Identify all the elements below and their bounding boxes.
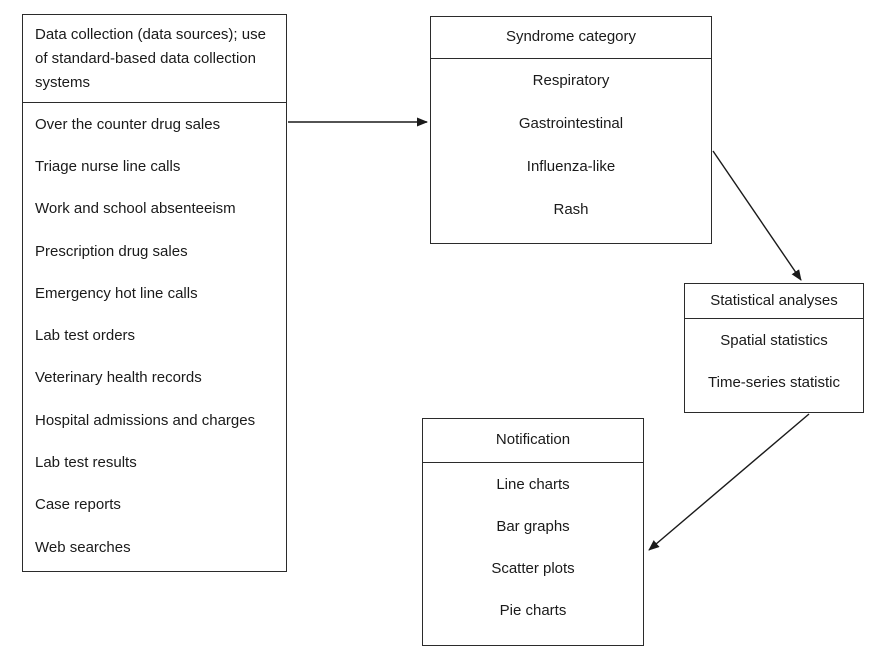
statistical-item: Spatial statistics	[720, 331, 828, 349]
data-source-item: Prescription drug sales	[35, 242, 188, 260]
data-source-item: Emergency hot line calls	[35, 284, 198, 302]
data-collection-items: Over the counter drug sales Triage nurse…	[23, 103, 286, 568]
notification-box: Notification Line charts Bar graphs Scat…	[422, 418, 644, 646]
notification-item: Line charts	[496, 475, 570, 493]
statistical-item: Time-series statistic	[708, 373, 840, 391]
data-source-item: Hospital admissions and charges	[35, 411, 256, 429]
data-collection-box: Data collection (data sources); use of s…	[22, 14, 287, 572]
notification-item: Scatter plots	[491, 559, 575, 577]
data-source-item: Case reports	[35, 496, 121, 514]
data-source-item: Web searches	[35, 538, 131, 556]
notification-items: Line charts Bar graphs Scatter plots Pie…	[423, 463, 643, 631]
notification-title: Notification	[423, 419, 643, 463]
arrow-syndrome-to-statistical	[712, 150, 802, 281]
notification-item: Pie charts	[499, 601, 567, 619]
syndrome-category-title: Syndrome category	[431, 17, 711, 59]
data-source-item: Veterinary health records	[35, 369, 202, 387]
statistical-analyses-title: Statistical analyses	[685, 284, 863, 319]
data-source-item: Lab test orders	[35, 327, 136, 345]
data-source-item: Over the counter drug sales	[35, 115, 221, 133]
data-source-item: Triage nurse line calls	[35, 157, 181, 175]
statistical-analyses-box: Statistical analyses Spatial statistics …	[684, 283, 864, 413]
data-collection-title: Data collection (data sources); use of s…	[23, 15, 286, 103]
syndrome-category-items: Respiratory Gastrointestinal Influenza-l…	[431, 59, 711, 231]
data-source-item: Work and school absenteeism	[35, 200, 236, 218]
notification-item: Bar graphs	[496, 517, 570, 535]
data-source-item: Lab test results	[35, 454, 137, 472]
syndrome-item: Rash	[553, 201, 589, 218]
arrow-statistical-to-notification	[648, 413, 810, 551]
syndrome-category-box: Syndrome category Respiratory Gastrointe…	[430, 16, 712, 244]
syndrome-item: Influenza-like	[526, 158, 616, 175]
syndrome-item: Gastrointestinal	[518, 115, 624, 132]
syndrome-item: Respiratory	[532, 72, 610, 89]
statistical-analyses-items: Spatial statistics Time-series statistic	[685, 319, 863, 403]
